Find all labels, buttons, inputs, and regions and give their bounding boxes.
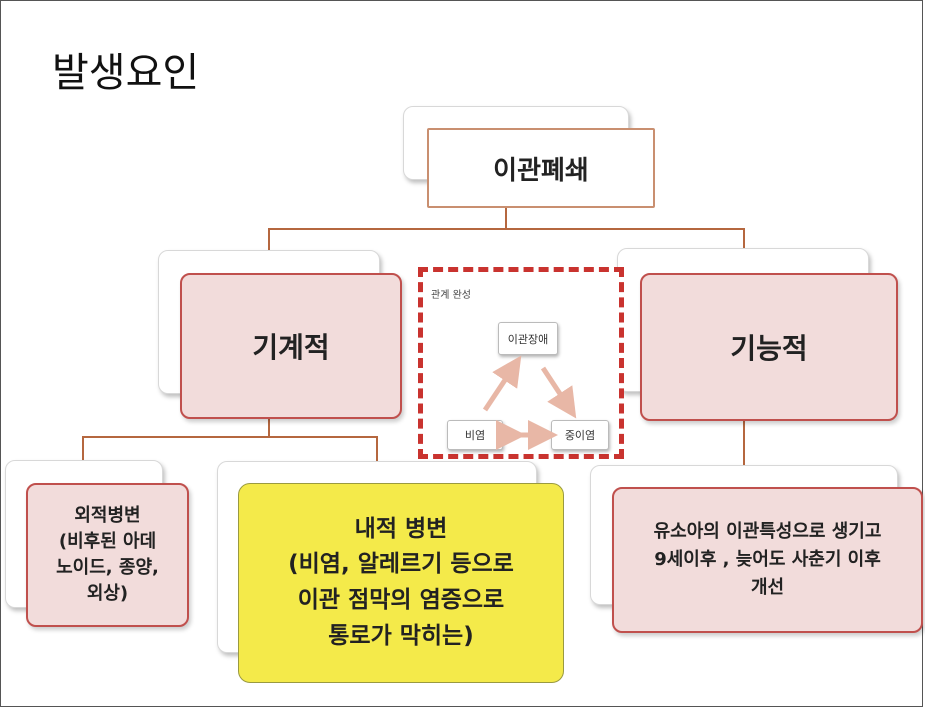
mechanical-node-label: 기계적 — [252, 331, 330, 364]
root-node-label: 이관폐쇄 — [493, 155, 589, 186]
functional-node-label: 기능적 — [730, 332, 808, 365]
inset-node-rhinitis: 비염 — [447, 420, 503, 450]
external-lesion-node: 외적병변 (비후된 아데 노이드, 종양, 외상) — [26, 483, 189, 627]
inset-node-otitis-label: 중이염 — [564, 429, 596, 442]
external-lesion-label: 외적병변 (비후된 아데 노이드, 종양, 외상) — [56, 504, 159, 605]
connector-external-drop — [82, 436, 84, 464]
mechanical-node: 기계적 — [180, 273, 402, 419]
functional-detail-node: 유소아의 이관특성으로 생기고 9세이후 , 늦어도 사춘기 이후 개선 — [612, 487, 923, 633]
connector-horizontal-top — [268, 228, 745, 230]
inset-node-rhinitis-label: 비염 — [464, 429, 486, 442]
connector-mech-down — [268, 417, 270, 437]
slide-title: 발생요인 — [52, 50, 200, 96]
inset-cycle-arrows — [482, 355, 577, 450]
arrow-rhinitis-to-tube — [482, 355, 522, 412]
functional-node: 기능적 — [640, 273, 898, 421]
internal-lesion-label: 내적 병변 (비염, 알레르기 등으로 이관 점막의 염증으로 통로가 막히는) — [288, 515, 514, 649]
arrow-tube-to-otitis — [540, 366, 577, 419]
connector-root-down — [505, 207, 507, 229]
relationship-inset: 관계 완성 이관장애 비염 중이염 — [418, 267, 624, 459]
inset-caption: 관계 완성 — [431, 290, 471, 301]
root-node: 이관폐쇄 — [427, 128, 655, 208]
connector-internal-drop — [376, 436, 378, 464]
functional-detail-label: 유소아의 이관특성으로 생기고 9세이후 , 늦어도 사춘기 이후 개선 — [653, 521, 882, 598]
internal-lesion-node: 내적 병변 (비염, 알레르기 등으로 이관 점막의 염증으로 통로가 막히는) — [238, 483, 564, 683]
connector-horizontal-left — [82, 436, 378, 438]
inset-node-tube-disorder: 이관장애 — [498, 322, 558, 355]
inset-node-tube-disorder-label: 이관장애 — [507, 332, 549, 346]
connector-func-down — [743, 420, 745, 466]
